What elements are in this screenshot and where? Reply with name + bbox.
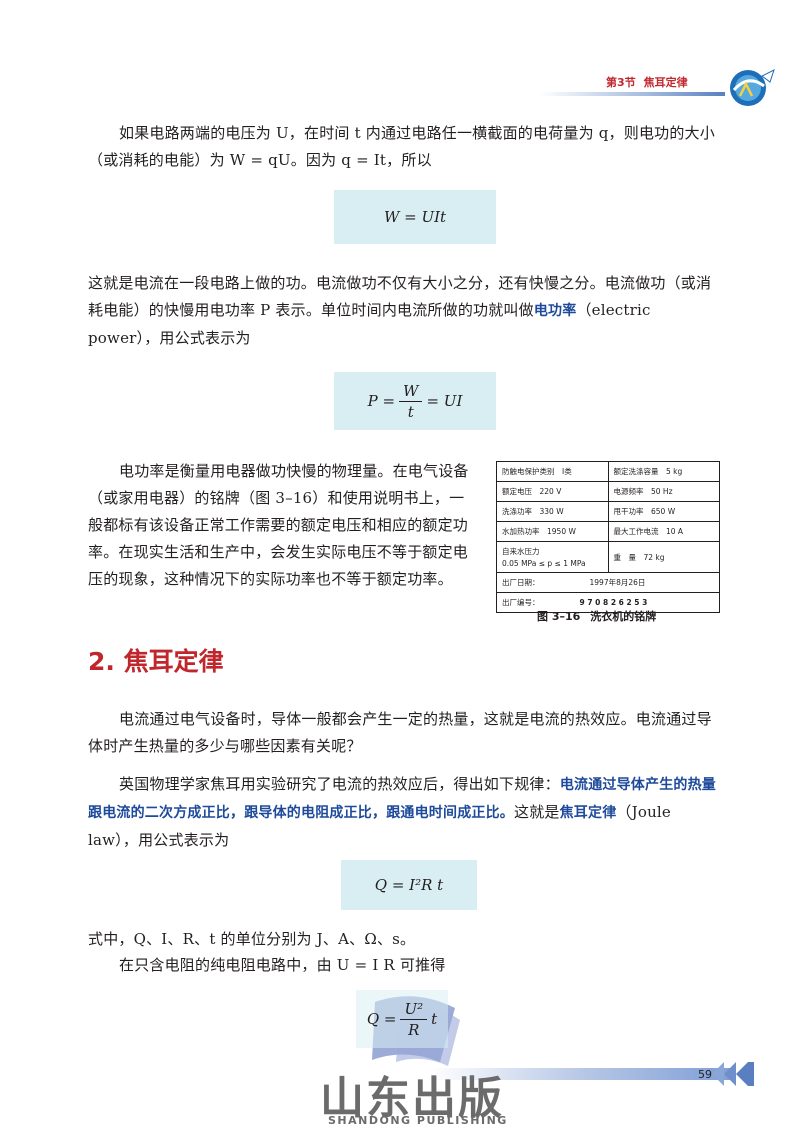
nameplate-cell: 额定洗涤容量 5 kg	[607, 462, 720, 481]
manufacture-date-label: 出厂日期：	[502, 578, 540, 587]
nameplate-row: 自来水压力 0.05 MPa ≤ p ≤ 1 MPa 重 量 72 kg	[497, 542, 719, 573]
formula-joule-text: Q = I²R t	[374, 876, 444, 894]
formula-joule-voltage-numerator: U²	[400, 999, 428, 1020]
nameplate-cell: 自来水压力 0.05 MPa ≤ p ≤ 1 MPa	[497, 542, 608, 572]
washing-machine-nameplate: 防触电保护类别 Ⅰ类 额定洗涤容量 5 kg 额定电压 220 V 电源频率 5…	[496, 461, 720, 613]
formula-joule-voltage-denominator: R	[408, 1020, 420, 1039]
paragraph-electric-work: 如果电路两端的电压为 U，在时间 t 内通过电路任一横截面的电荷量为 q，则电功…	[88, 124, 715, 169]
term-electric-power: 电功率	[533, 303, 577, 319]
header-section: 第3节	[606, 76, 636, 89]
formula-power-left: P =	[367, 392, 396, 410]
formula-work: W = UIt	[334, 190, 496, 244]
paragraph-electric-power: 这就是电流在一段电路上做的功。电流做功不仅有大小之分，还有快慢之分。电流做功（或…	[88, 270, 722, 352]
header-rule	[540, 92, 725, 96]
nameplate-cell: 甩干功率 650 W	[607, 502, 720, 521]
nameplate-row: 额定电压 220 V 电源频率 50 Hz	[497, 482, 719, 502]
paragraph-power-rating: 电功率是衡量用电器做功快慢的物理量。在电气设备（或家用电器）的铭牌（图 3–16…	[88, 462, 469, 588]
nameplate-cell: 出厂日期： 1997年8月26日	[497, 573, 719, 592]
p5-text-a: 英国物理学家焦耳用实验研究了电流的热效应后，得出如下规律：	[119, 775, 560, 793]
running-header: 第3节焦耳定律	[606, 74, 696, 90]
serial-number-value: 9 7 0 8 2 6 2 5 3	[579, 598, 648, 607]
formula-power-right: = UI	[426, 392, 463, 410]
nameplate-row: 水加热功率 1950 W 最大工作电流 10 A	[497, 522, 719, 542]
watermark-chinese: 山东出版	[320, 1073, 504, 1124]
p5-text-b: 这就是	[514, 803, 560, 821]
water-pressure-range: 0.05 MPa ≤ p ≤ 1 MPa	[502, 559, 586, 568]
p2-text-b: （electric power），用公式表示为	[88, 301, 651, 347]
nameplate-cell: 出厂编号： 9 7 0 8 2 6 2 5 3	[497, 593, 719, 612]
nameplate-row: 出厂日期： 1997年8月26日	[497, 573, 719, 593]
water-pressure-label: 自来水压力	[502, 547, 540, 556]
nameplate-row: 出厂编号： 9 7 0 8 2 6 2 5 3	[497, 593, 719, 612]
manufacture-date-value: 1997年8月26日	[589, 578, 646, 587]
nameplate-cell: 洗涤功率 330 W	[502, 507, 564, 516]
formula-power-denominator: t	[407, 402, 414, 421]
figure-number: 图 3–16	[537, 610, 581, 623]
figure-caption: 图 3–16 洗衣机的铭牌	[537, 608, 666, 624]
nameplate-row: 防触电保护类别 Ⅰ类 额定洗涤容量 5 kg	[497, 462, 719, 482]
nameplate-cell: 额定电压 220 V	[502, 487, 562, 496]
formula-joule: Q = I²R t	[341, 860, 477, 910]
paragraph-units: 式中，Q、I、R、t 的单位分别为 J、A、Ω、s。	[88, 930, 416, 948]
formula-joule-voltage-fraction: U² R	[400, 999, 428, 1040]
nameplate-cell: 防触电保护类别 Ⅰ类	[502, 467, 572, 476]
formula-power-numerator: W	[399, 381, 423, 402]
formula-work-text: W = UIt	[383, 208, 447, 226]
formula-power: P = W t = UI	[334, 372, 496, 430]
nameplate-cell: 电源频率 50 Hz	[607, 482, 720, 501]
paragraph-heat-effect: 电流通过电气设备时，导体一般都会产生一定的热量，这就是电流的热效应。电流通过导体…	[88, 710, 712, 755]
paragraph-pure-resistor: 在只含电阻的纯电阻电路中，由 U = I R 可推得	[119, 956, 446, 974]
page-number: 59	[698, 1068, 712, 1081]
p2-text-a: 这就是电流在一段电路上做的功。电流做功不仅有大小之分，还有快慢之分。电流做功（或…	[88, 274, 712, 319]
term-joule-law: 焦耳定律	[559, 805, 617, 821]
nameplate-cell: 最大工作电流 10 A	[607, 522, 720, 541]
formula-joule-voltage-right: t	[431, 1010, 438, 1028]
nameplate-row: 洗涤功率 330 W 甩干功率 650 W	[497, 502, 719, 522]
watermark-english: SHANDONG PUBLISHING	[328, 1114, 508, 1127]
footer-rule	[430, 1068, 730, 1080]
figure-caption-text: 洗衣机的铭牌	[590, 610, 657, 623]
formula-joule-voltage: Q = U² R t	[356, 990, 448, 1048]
p5-text-c: （Joule law），用公式表示为	[88, 803, 672, 849]
section-logo-icon	[730, 69, 775, 106]
header-title: 焦耳定律	[643, 76, 688, 89]
serial-number-label: 出厂编号：	[502, 598, 540, 607]
nameplate-cell: 水加热功率 1950 W	[502, 527, 576, 536]
formula-power-fraction: W t	[399, 381, 423, 422]
formula-joule-voltage-left: Q =	[366, 1010, 397, 1028]
paragraph-joule-law: 英国物理学家焦耳用实验研究了电流的热效应后，得出如下规律：电流通过导体产生的热量…	[88, 771, 722, 854]
nameplate-cell: 重 量 72 kg	[607, 542, 720, 572]
page-arrows-icon	[712, 1062, 754, 1086]
joule-law-statement: 电流通过导体产生的热量跟电流的二次方成正比，跟导体的电阻成正比，跟通电时间成正比…	[88, 777, 717, 821]
section-heading: 2. 焦耳定律	[88, 647, 224, 676]
